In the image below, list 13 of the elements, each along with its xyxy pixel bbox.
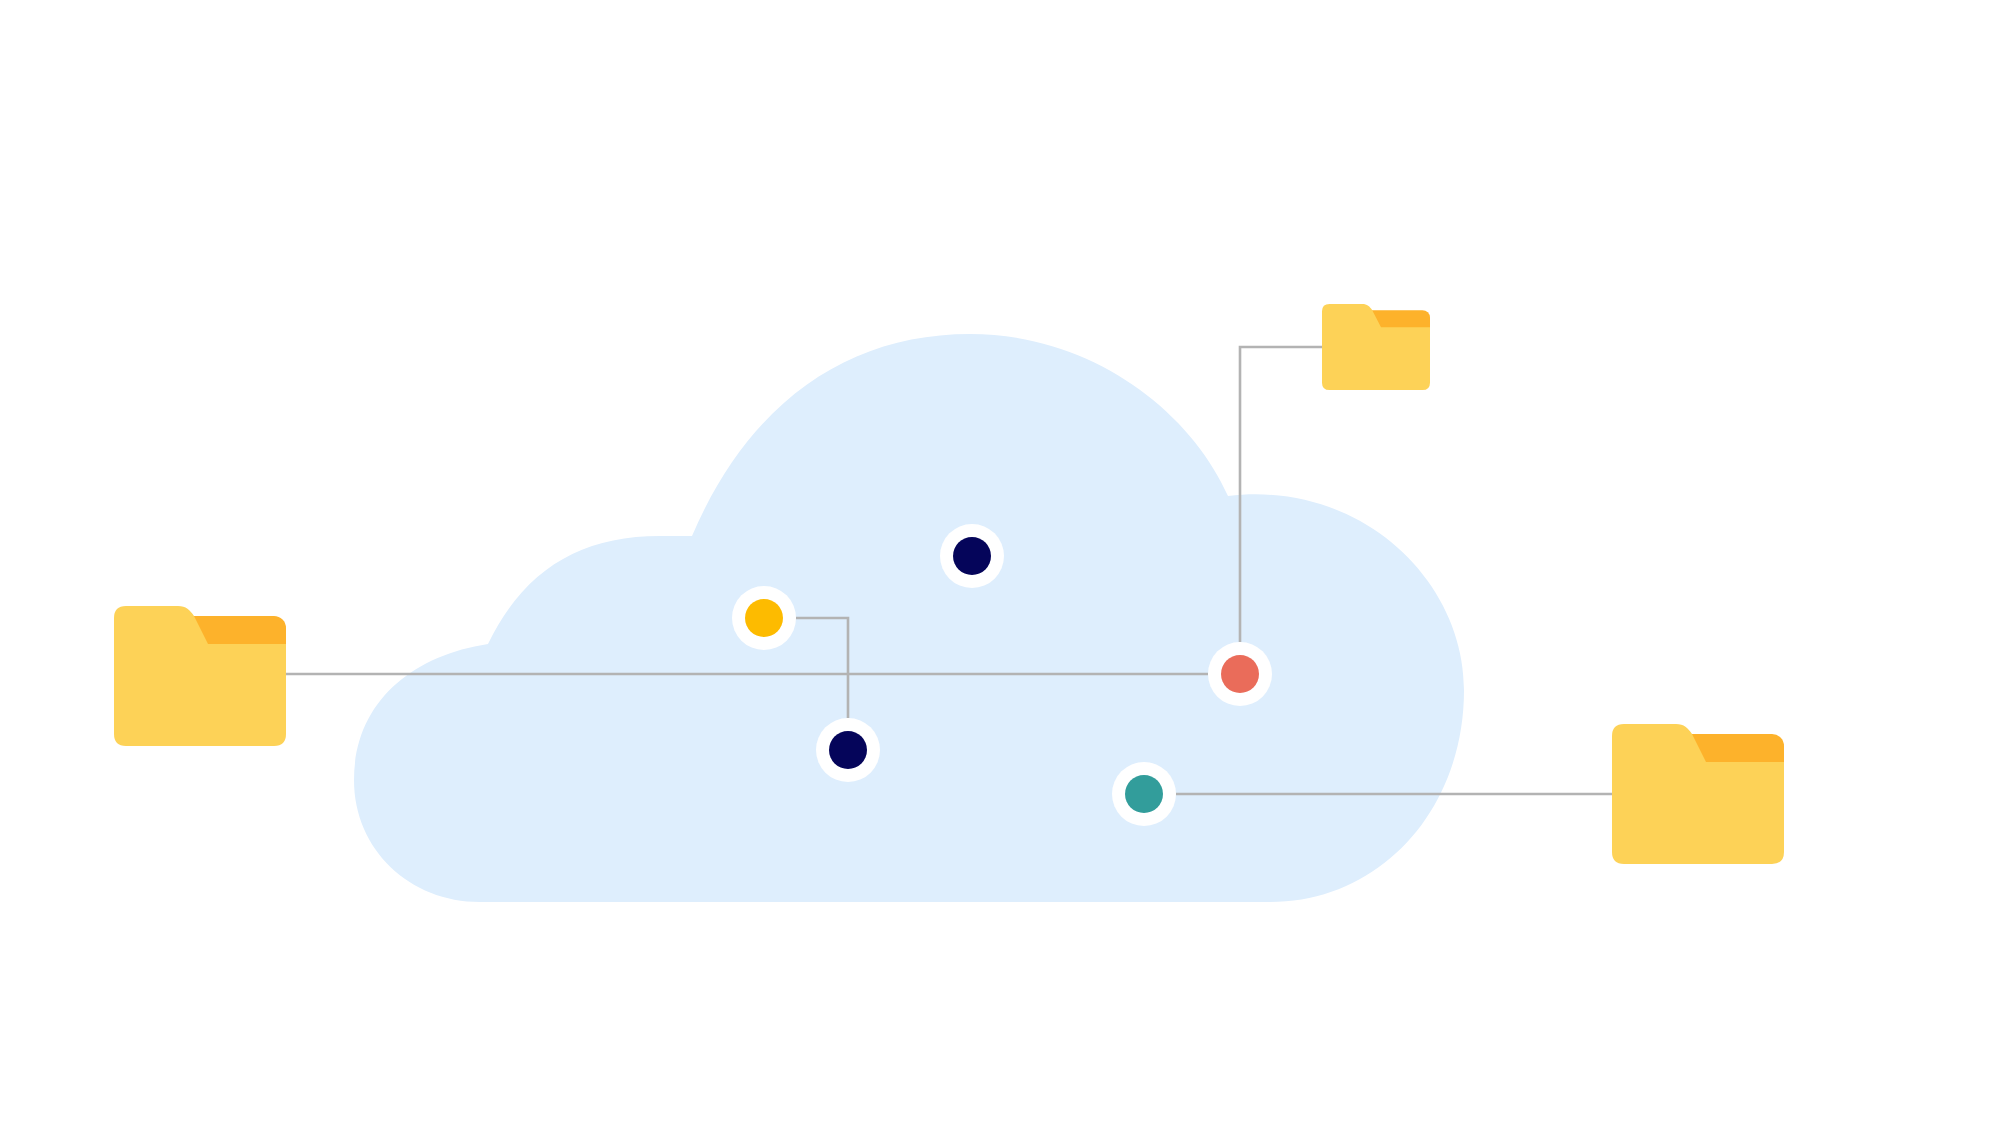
folder-icon — [1322, 304, 1430, 390]
dot-icon — [732, 586, 796, 650]
connector-line — [286, 672, 1208, 676]
dot-icon — [816, 718, 880, 782]
folder-icon — [1612, 724, 1784, 864]
connector-line — [1176, 792, 1612, 796]
dot-icon — [1208, 642, 1272, 706]
connector-line — [796, 616, 850, 718]
cloud-shape — [354, 334, 1466, 904]
dot-icon — [1112, 762, 1176, 826]
dot-icon — [940, 524, 1004, 588]
folder-icon — [114, 606, 286, 746]
connector-line — [1238, 345, 1322, 642]
